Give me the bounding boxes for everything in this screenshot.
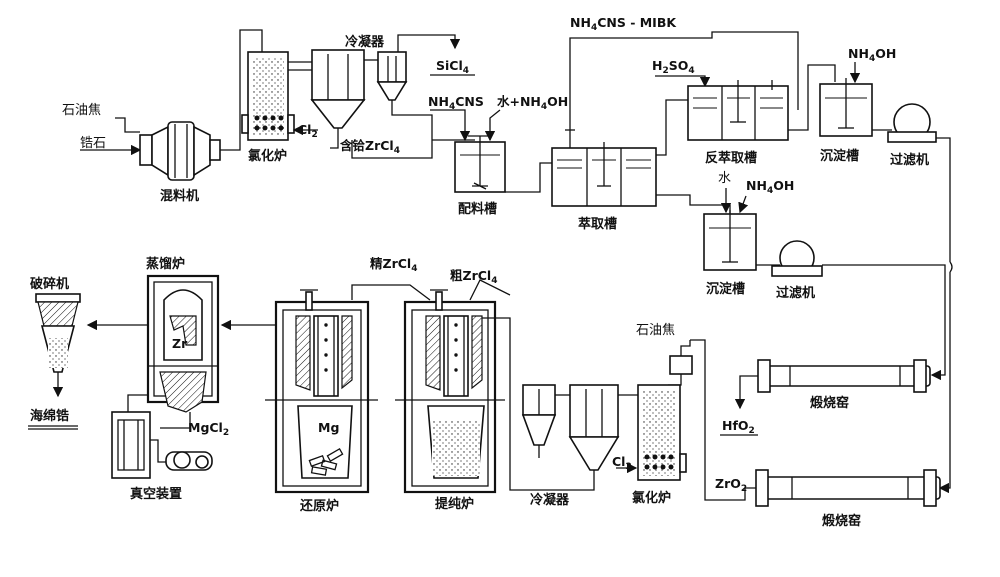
purification-furnace <box>395 289 505 494</box>
zr-calciner-label: 煅烧窑 <box>822 513 861 529</box>
water-label: 水 <box>718 171 731 186</box>
cl2-label: Cl2 <box>298 122 318 140</box>
crusher-label: 破碎机 <box>30 276 69 292</box>
organic-phase-label: NH4CNS - MIBK <box>570 15 677 33</box>
crusher-machine <box>35 293 81 384</box>
condenser-2-label: 冷凝器 <box>530 492 570 508</box>
cl2-2-label: Cl2 <box>612 454 632 472</box>
condenser-unit <box>376 51 408 110</box>
zircon-label: 锆石 <box>80 136 106 151</box>
chlorinator-furnace-2 <box>637 384 687 481</box>
reduction-furnace-label: 还原炉 <box>299 498 339 514</box>
flow-to-zr-calciner <box>938 272 951 494</box>
crude-zrcl4-label: 粗ZrCl4 <box>450 268 497 286</box>
back-extraction-label: 反萃取槽 <box>705 150 757 166</box>
settling-tank-label: 沉淀槽 <box>820 148 859 164</box>
sicl4-label: SiCl4 <box>436 58 469 76</box>
zr-calciner-kiln <box>755 469 941 507</box>
mg-label: Mg <box>318 420 339 435</box>
zro2-label: ZrO2 <box>715 476 747 494</box>
back-extraction-tank <box>687 80 789 141</box>
distillation-furnace <box>146 274 220 413</box>
organic-recycle-line <box>569 31 799 148</box>
crude-zrcl4-hf-label: 含铪ZrCl4 <box>339 138 400 156</box>
h2so4-label: H2SO4 <box>652 58 695 76</box>
reduction-furnace <box>265 289 378 494</box>
chlorinator-label: 氯化炉 <box>248 148 287 164</box>
petroleum-coke-label: 石油焦 <box>62 103 101 118</box>
coke-hopper <box>669 355 693 375</box>
vacuum-device-label: 真空装置 <box>130 486 182 502</box>
hf-calciner-kiln <box>757 359 931 393</box>
flow-mixer-to-chlorinator <box>220 29 263 151</box>
purification-furnace-label: 提纯炉 <box>435 496 474 512</box>
flow-blend-to-extract <box>505 162 552 193</box>
mgcl2-label: MgCl2 <box>188 420 229 438</box>
chlorinator-2-label: 氯化炉 <box>632 490 671 506</box>
condenser-unit-2 <box>521 384 620 480</box>
extraction-tank-label: 萃取槽 <box>578 216 617 232</box>
nh4cns-label: NH4CNS <box>428 94 484 112</box>
filter-machine-2 <box>771 240 823 277</box>
filter-machine <box>887 103 937 143</box>
petroleum-coke-2-label: 石油焦 <box>636 323 675 338</box>
settling-tank-2 <box>703 210 757 271</box>
pure-zrcl4-label: 精ZrCl4 <box>370 256 417 274</box>
filter-label: 过滤机 <box>890 152 929 168</box>
hf-calciner-label: 煅烧窑 <box>810 395 849 411</box>
blending-tank <box>454 135 506 193</box>
distillation-furnace-label: 蒸馏炉 <box>146 256 185 272</box>
sponge-zr-label: 海绵锆 <box>30 408 69 424</box>
filter-2-label: 过滤机 <box>776 285 815 301</box>
flow-to-hf-calciner <box>822 264 946 381</box>
zro2-recycle-line <box>690 339 756 501</box>
mixer-label: 混料机 <box>160 188 199 204</box>
flow-to-sicl4 <box>397 34 461 52</box>
blending-tank-label: 配料槽 <box>458 201 497 217</box>
zr-label: Zr <box>172 336 188 351</box>
cyclone-separator <box>310 49 366 140</box>
nh4oh-label: NH4OH <box>848 46 896 64</box>
condenser-label: 冷凝器 <box>345 34 385 50</box>
hfo2-label: HfO2 <box>722 418 755 436</box>
settling-tank <box>819 78 873 137</box>
water-nh4oh-label: 水+NH4OH <box>497 94 568 112</box>
vacuum-device <box>111 411 213 479</box>
chlorinator-furnace <box>241 51 295 141</box>
mixer-drum <box>139 121 221 181</box>
extraction-tank <box>551 142 657 207</box>
settling-tank-2-label: 沉淀槽 <box>706 281 745 297</box>
nh4oh-2-label: NH4OH <box>746 178 794 196</box>
feed-lines-mixer <box>80 117 142 156</box>
